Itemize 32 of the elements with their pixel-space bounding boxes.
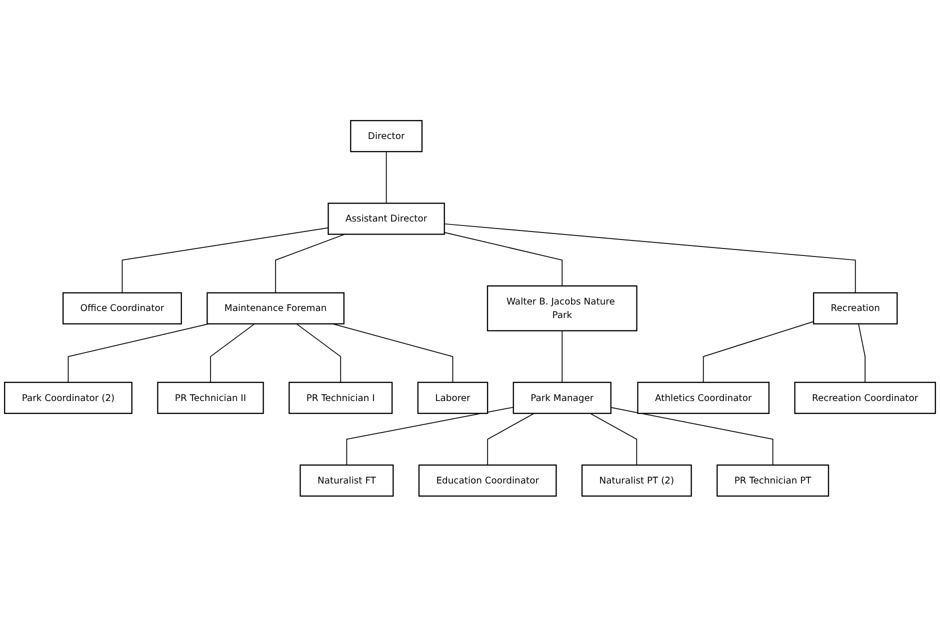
node-box: Education Coordinator — [418, 464, 557, 497]
connector — [590, 413, 638, 466]
connector — [444, 224, 856, 294]
node-box: Recreation — [813, 292, 898, 325]
node-box: Office Coordinator — [62, 292, 182, 325]
node-box: PR Technician I — [288, 382, 393, 414]
connector — [487, 413, 535, 466]
node-box: Maintenance Foreman — [206, 292, 344, 325]
node-box: Walter B. Jacobs Nature Park — [486, 286, 638, 332]
connector — [858, 324, 866, 383]
node-box: Park Manager — [512, 382, 612, 414]
connector — [346, 406, 514, 466]
node-box: Laborer — [417, 382, 488, 414]
connector — [296, 324, 342, 383]
connector — [610, 407, 774, 466]
node-box: Park Coordinator (2) — [4, 382, 132, 414]
connector — [68, 324, 210, 383]
connector — [444, 232, 563, 287]
node-box: Naturalist FT — [300, 464, 394, 497]
node-box: PR Technician II — [157, 382, 264, 414]
connector — [122, 228, 329, 294]
node-box: Director — [350, 120, 423, 152]
node-box: Naturalist PT (2) — [581, 464, 692, 497]
connector — [210, 324, 256, 383]
connector — [702, 321, 814, 383]
node-box: PR Technician PT — [716, 464, 830, 497]
connector — [386, 151, 387, 204]
node-box: Athletics Coordinator — [637, 382, 770, 414]
node-box: Assistant Director — [328, 202, 445, 236]
connector — [562, 330, 563, 383]
node-box: Recreation Coordinator — [794, 382, 936, 414]
connector — [275, 234, 346, 294]
